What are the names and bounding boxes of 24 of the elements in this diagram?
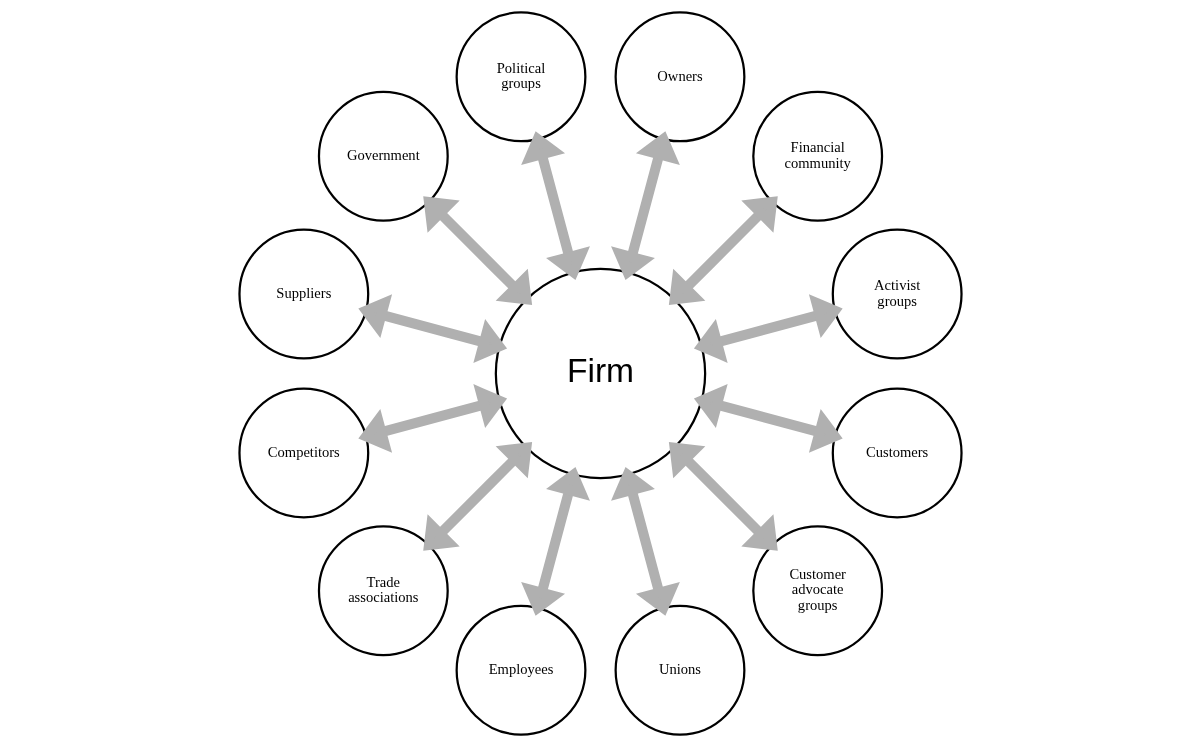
node-circle: Customers: [831, 387, 963, 519]
arrow: [521, 131, 590, 281]
arrow: [693, 384, 843, 453]
node-circle: Unions: [614, 604, 746, 736]
arrow: [358, 384, 508, 453]
node-circle: Owners: [614, 11, 746, 143]
arrow: [611, 466, 680, 616]
arrow: [668, 441, 778, 551]
arrow: [423, 441, 533, 551]
arrow: [423, 196, 533, 306]
arrow: [358, 294, 508, 363]
node-circle: Political groups: [455, 11, 587, 143]
arrow: [693, 294, 843, 363]
node-circle: Customer advocate groups: [752, 525, 884, 657]
arrow: [668, 196, 778, 306]
node-circle: Financial community: [752, 90, 884, 222]
node-circle: Trade associations: [317, 525, 449, 657]
arrow: [521, 466, 590, 616]
arrow: [611, 131, 680, 281]
node-circle: Activist groups: [831, 228, 963, 360]
node-circle: Competitors: [238, 387, 370, 519]
node-circle: Suppliers: [238, 228, 370, 360]
node-circle: Employees: [455, 604, 587, 736]
node-circle: Government: [317, 90, 449, 222]
